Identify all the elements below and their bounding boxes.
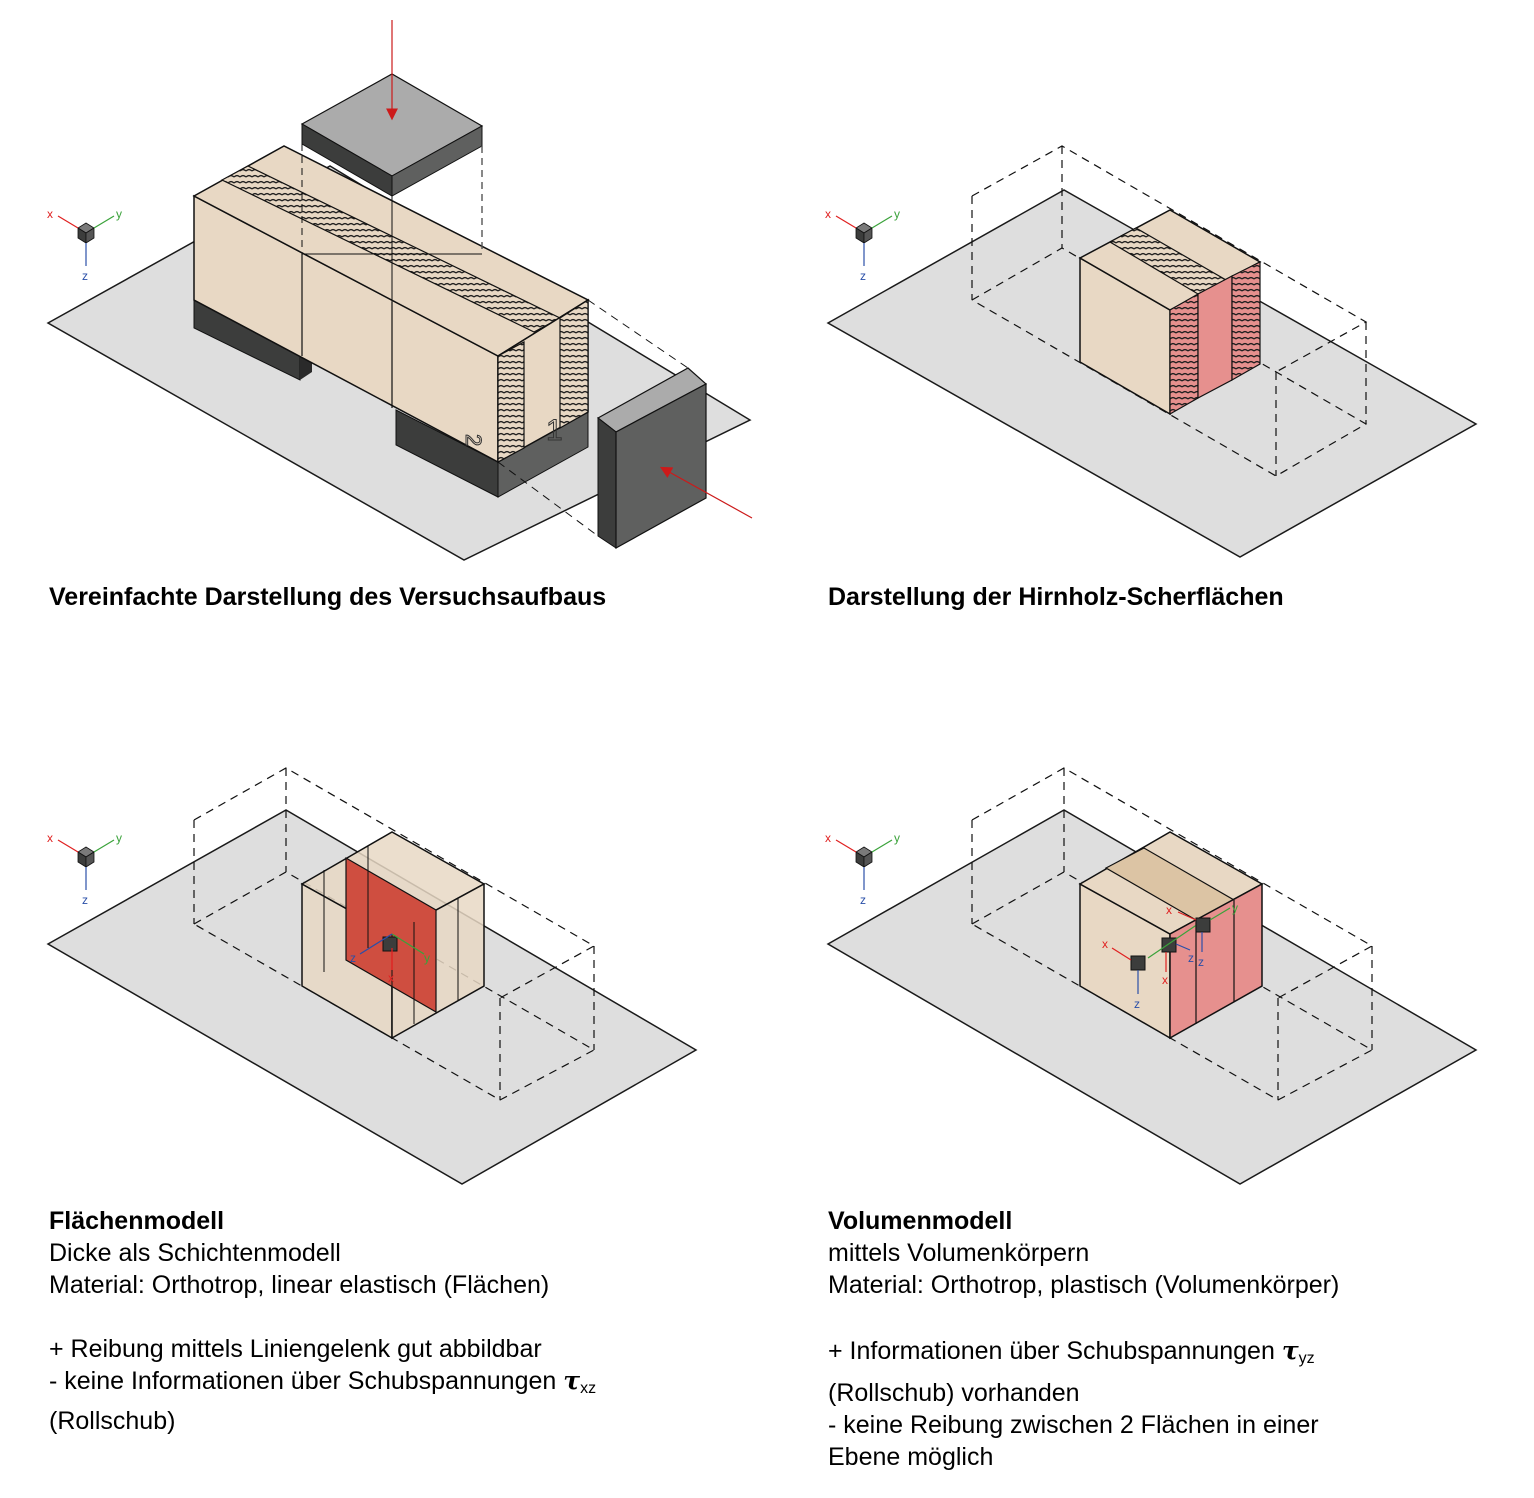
axis-z-label: z <box>860 269 866 283</box>
caption-shell-model-title: Flächenmodell <box>49 1207 225 1235</box>
caption-volume-model-pros-line: + Informationen über Schubspannungen τyz <box>828 1333 1339 1377</box>
axis-triad-setup: x y z <box>47 207 122 283</box>
axis-label-x3: x <box>1166 903 1172 917</box>
axis-x-label: x <box>47 831 53 845</box>
axis-cube-icon <box>77 222 95 244</box>
outline-dashed-box <box>971 145 1368 477</box>
caption-shell-model-cons-tail: (Rollschub) <box>49 1407 176 1435</box>
axis-z-label: z <box>82 269 88 283</box>
caption-volume-model-cons-tail: Ebene möglich <box>828 1443 994 1471</box>
outline-dashed-box <box>971 767 1374 1101</box>
panel-shell-model: y z x <box>46 767 698 1185</box>
axis-label-y3: y <box>1232 901 1238 915</box>
tau-symbol: τ <box>563 1366 581 1395</box>
shear-face <box>1197 275 1233 399</box>
end-grain-face-b <box>559 298 589 430</box>
local-axes-cube-icon <box>382 936 398 952</box>
axis-x-label: x <box>47 207 53 221</box>
tau-subscript: yz <box>1298 1350 1315 1367</box>
outline-dashed-box <box>193 767 596 1101</box>
caption-setup-title: Vereinfachte Darstellung des Versuchsauf… <box>49 583 607 611</box>
local-axis-z-label: z <box>350 951 356 965</box>
axis-cube-icon <box>77 846 95 868</box>
end-grain-face-right <box>1231 261 1261 382</box>
axis-label-x: x <box>1102 937 1108 951</box>
layer-mark-1: 1 <box>546 414 563 447</box>
caption-shell-model: Flächenmodell Dicke als Schichtenmodell … <box>49 1205 596 1437</box>
end-grain-face-left <box>1169 292 1199 416</box>
tau-symbol: τ <box>1281 1336 1299 1365</box>
solid-shear-face <box>1169 882 1263 1040</box>
local-axes: y z x <box>350 933 430 985</box>
caption-shell-model-pros: + Reibung mittels Liniengelenk gut abbil… <box>49 1335 542 1363</box>
force-arrow-horizontal <box>659 466 753 519</box>
caption-shell-model-line-2: Material: Orthotrop, linear elastisch (F… <box>49 1271 550 1299</box>
local-axis-y-label: y <box>424 951 430 965</box>
local-axes-cube-icon-3 <box>1195 917 1211 933</box>
axis-triad-shell-model: x y z <box>47 831 122 907</box>
axis-y-label: y <box>116 831 122 845</box>
axis-x-label: x <box>825 207 831 221</box>
caption-volume-model-title: Volumenmodell <box>828 1207 1013 1235</box>
axis-cube-icon <box>855 222 873 244</box>
axis-label-z2: z <box>1188 951 1194 965</box>
axis-label-z3: z <box>1198 955 1204 969</box>
caption-volume-model-line-2: Material: Orthotrop, plastisch (Volumenk… <box>828 1271 1340 1299</box>
caption-shell-model-line-1: Dicke als Schichtenmodell <box>49 1239 341 1267</box>
axis-label-x2: x <box>1162 973 1168 987</box>
panel-shear-faces <box>826 145 1478 558</box>
panel-setup: 1 2 <box>46 20 753 561</box>
axis-triad-volume-model: x y z <box>825 831 900 907</box>
axis-label-z: z <box>1134 997 1140 1011</box>
axis-cube-icon <box>855 846 873 868</box>
caption-volume-model-pros-tail: (Rollschub) vorhanden <box>828 1379 1080 1407</box>
caption-volume-model: Volumenmodell mittels Volumenkörpern Mat… <box>828 1205 1339 1473</box>
axis-triad-shear-faces: x y z <box>825 207 900 283</box>
caption-shear-faces-title: Darstellung der Hirnholz-Scherflächen <box>828 583 1284 611</box>
axis-y-label: y <box>116 207 122 221</box>
axis-z-label: z <box>860 893 866 907</box>
axis-z-label: z <box>82 893 88 907</box>
local-axes-group: x z x z x y z <box>1102 901 1238 1011</box>
caption-shell-model-cons-line: - keine Informationen über Schubspannung… <box>49 1365 596 1405</box>
axis-x-label: x <box>825 831 831 845</box>
axis-y-label: y <box>894 207 900 221</box>
local-axis-x-label: x <box>388 971 394 985</box>
caption-volume-model-cons: - keine Reibung zwischen 2 Flächen in ei… <box>828 1411 1319 1439</box>
panel-volume-model: x z x z x y z <box>826 767 1478 1185</box>
tau-subscript: xz <box>580 1380 597 1397</box>
caption-setup: Vereinfachte Darstellung des Versuchsauf… <box>49 581 606 613</box>
caption-volume-model-line-1: mittels Volumenkörpern <box>828 1239 1090 1267</box>
axis-y-label: y <box>894 831 900 845</box>
layer-mark-2: 2 <box>461 434 486 446</box>
end-grain-face-a <box>497 340 525 464</box>
caption-shear-faces: Darstellung der Hirnholz-Scherflächen <box>828 581 1284 613</box>
local-axes-cube-icon-1 <box>1130 955 1146 971</box>
caption-volume-model-pros: + Informationen über Schubspannungen <box>828 1337 1275 1365</box>
caption-shell-model-cons: - keine Informationen über Schubspannung… <box>49 1367 557 1395</box>
